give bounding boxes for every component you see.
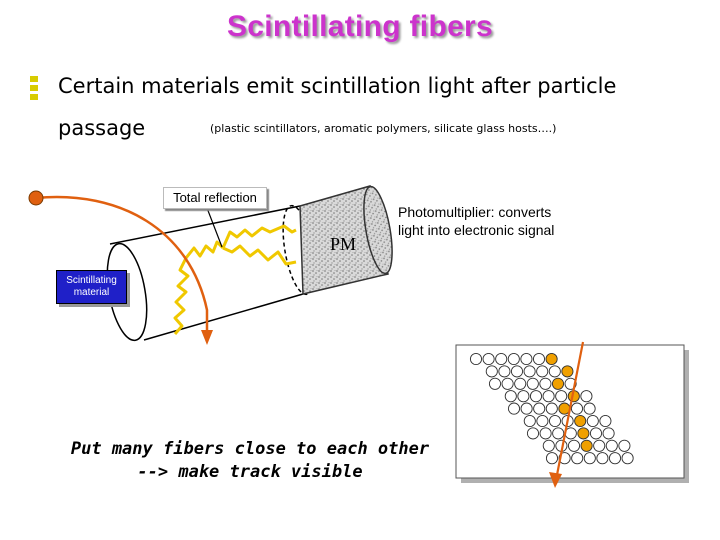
pm-label: PM [330, 234, 356, 254]
bullet-icon [30, 76, 38, 100]
fiber [583, 452, 596, 465]
fiber-array-panel [455, 341, 689, 488]
fiber-track [549, 341, 585, 488]
fiber [593, 439, 606, 452]
fiber [507, 352, 520, 366]
fiber-hit [561, 365, 574, 378]
fiber [542, 390, 555, 403]
fiber-hit [545, 352, 558, 366]
fiber [545, 452, 559, 465]
bullet-text-line2: passage [58, 116, 146, 140]
bullet-parenthetical: (plastic scintillators, aromatic polymer… [210, 122, 557, 135]
fiber [596, 452, 609, 465]
fiber [520, 352, 533, 366]
fiber [548, 414, 562, 428]
fiber [589, 427, 603, 440]
fiber [488, 377, 502, 390]
fiber [542, 439, 555, 452]
fiber [545, 402, 558, 415]
fiber [621, 452, 634, 465]
fiber [523, 414, 536, 428]
fiber [571, 452, 584, 465]
fiber-cylinder [106, 204, 316, 342]
fiber [532, 352, 546, 366]
fiber [608, 452, 622, 465]
fiber [586, 414, 599, 428]
photomultiplier-description: Photomultiplier: converts light into ele… [398, 203, 554, 239]
fiber [514, 377, 527, 390]
page-title: Scintillating fibers [226, 10, 494, 43]
fiber [495, 352, 508, 366]
fiber-hit [580, 439, 593, 452]
fiber [469, 352, 483, 366]
fibers-caption-line1: Put many fibers close to each other [70, 439, 430, 459]
fiber [602, 427, 615, 440]
fiber [567, 439, 581, 452]
fiber [618, 439, 631, 452]
scintillating-material-label: Scintillating material [56, 270, 127, 304]
scintillating-line2: material [73, 287, 110, 298]
fiber [570, 402, 584, 415]
photomultiplier-line2: light into electronic signal [398, 222, 555, 238]
fiber [533, 402, 546, 415]
particle-track [28, 190, 213, 345]
fibers-caption: Put many fibers close to each other --> … [70, 438, 430, 484]
particle-dot-icon [28, 190, 44, 206]
fiber [536, 414, 549, 428]
fiber-hit [551, 377, 565, 390]
fiber [529, 390, 543, 403]
scintillating-line1: Scintillating [66, 275, 117, 286]
fiber [485, 365, 498, 378]
fiber [555, 390, 568, 403]
fiber-hit [574, 414, 587, 428]
fiber [517, 390, 530, 403]
fiber [498, 365, 511, 378]
fiber [539, 377, 552, 390]
total-reflection-label: Total reflection [163, 187, 267, 209]
fiber [501, 377, 514, 390]
fiber [482, 352, 495, 366]
fiber [552, 427, 565, 440]
fiber [526, 427, 540, 440]
fiber [605, 439, 618, 452]
photomultiplier: PM [299, 185, 393, 295]
fiber [548, 365, 561, 378]
reflection-pointer [206, 207, 223, 248]
fiber [536, 365, 549, 378]
fiber [539, 427, 552, 440]
photomultiplier-line1: Photomultiplier: converts [398, 204, 552, 220]
fiber [599, 414, 612, 428]
fiber-hit [577, 427, 590, 440]
fiber [507, 402, 521, 415]
photon-paths [173, 224, 297, 335]
fiber [510, 365, 524, 378]
bullet-text-line1: Certain materials emit scintillation lig… [58, 74, 617, 98]
fiber-grid [469, 352, 634, 465]
fiber [520, 402, 533, 415]
fiber [526, 377, 539, 390]
fiber [580, 390, 593, 403]
fiber [523, 365, 536, 378]
fiber [583, 402, 596, 415]
fibers-caption-line2: --> make track visible [137, 462, 363, 482]
fiber [504, 390, 517, 403]
